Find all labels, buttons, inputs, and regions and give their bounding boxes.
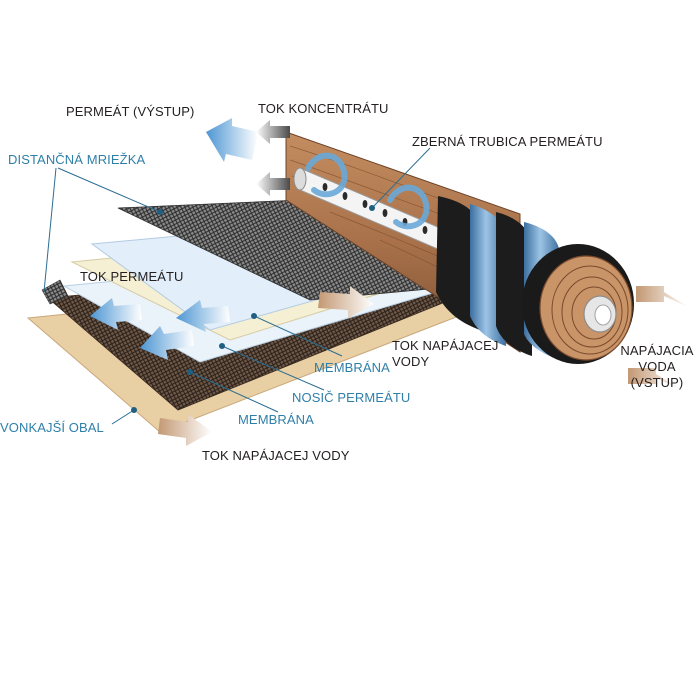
leader-spacer-mesh-left	[43, 167, 57, 293]
leader-collection-tube	[371, 147, 431, 209]
leader-outer-casing	[111, 409, 135, 425]
label-feed-water-flow-line1: TOK NAPÁJACEJ	[392, 338, 499, 353]
end-cap-rings	[551, 265, 629, 355]
black-band-2	[496, 212, 532, 356]
black-band-1	[436, 196, 480, 330]
permeate-output-arrow	[206, 118, 258, 162]
label-feed-water-flow-line2: VODY	[392, 354, 430, 369]
label-feed-water-input-line2: VODA	[638, 359, 676, 374]
leader-permeate-carrier	[221, 345, 325, 391]
label-feed-water-input-line3: (VSTUP)	[630, 375, 684, 390]
label-membrane-upper: MEMBRÁNA	[314, 360, 390, 375]
tube-end-inner	[594, 304, 612, 326]
concentrate-arrows	[256, 120, 290, 196]
leader-spacer-mesh-right	[57, 167, 161, 213]
label-permeate-output: PERMEÁT (VÝSTUP)	[66, 104, 195, 119]
swirl-arrows	[305, 152, 430, 230]
label-outer-casing: VONKAJŠÍ OBAL	[0, 420, 104, 435]
label-permeate-carrier: NOSIČ PERMEÁTU	[292, 390, 411, 405]
feed-water-arrows	[158, 286, 690, 446]
permeate-flow-arrows	[90, 298, 230, 360]
label-feed-water-flow-bottom: TOK NAPÁJACEJ VODY	[202, 448, 350, 463]
leader-membrane-lower	[189, 371, 279, 413]
label-spacer-mesh: DISTANČNÁ MRIEŽKA	[8, 152, 146, 167]
leader-lines	[43, 147, 431, 425]
label-permeate-collection-tube: ZBERNÁ TRUBICA PERMEÁTU	[412, 134, 603, 149]
label-membrane-lower: MEMBRÁNA	[238, 412, 314, 427]
left-mesh-edge	[41, 279, 69, 305]
label-concentrate-flow: TOK KONCENTRÁTU	[258, 101, 389, 116]
label-permeate-flow: TOK PERMEÁTU	[80, 269, 184, 284]
leader-dots	[131, 205, 375, 413]
leader-membrane-upper	[253, 315, 343, 357]
label-feed-water-input-line1: NAPÁJACIA	[620, 343, 694, 358]
